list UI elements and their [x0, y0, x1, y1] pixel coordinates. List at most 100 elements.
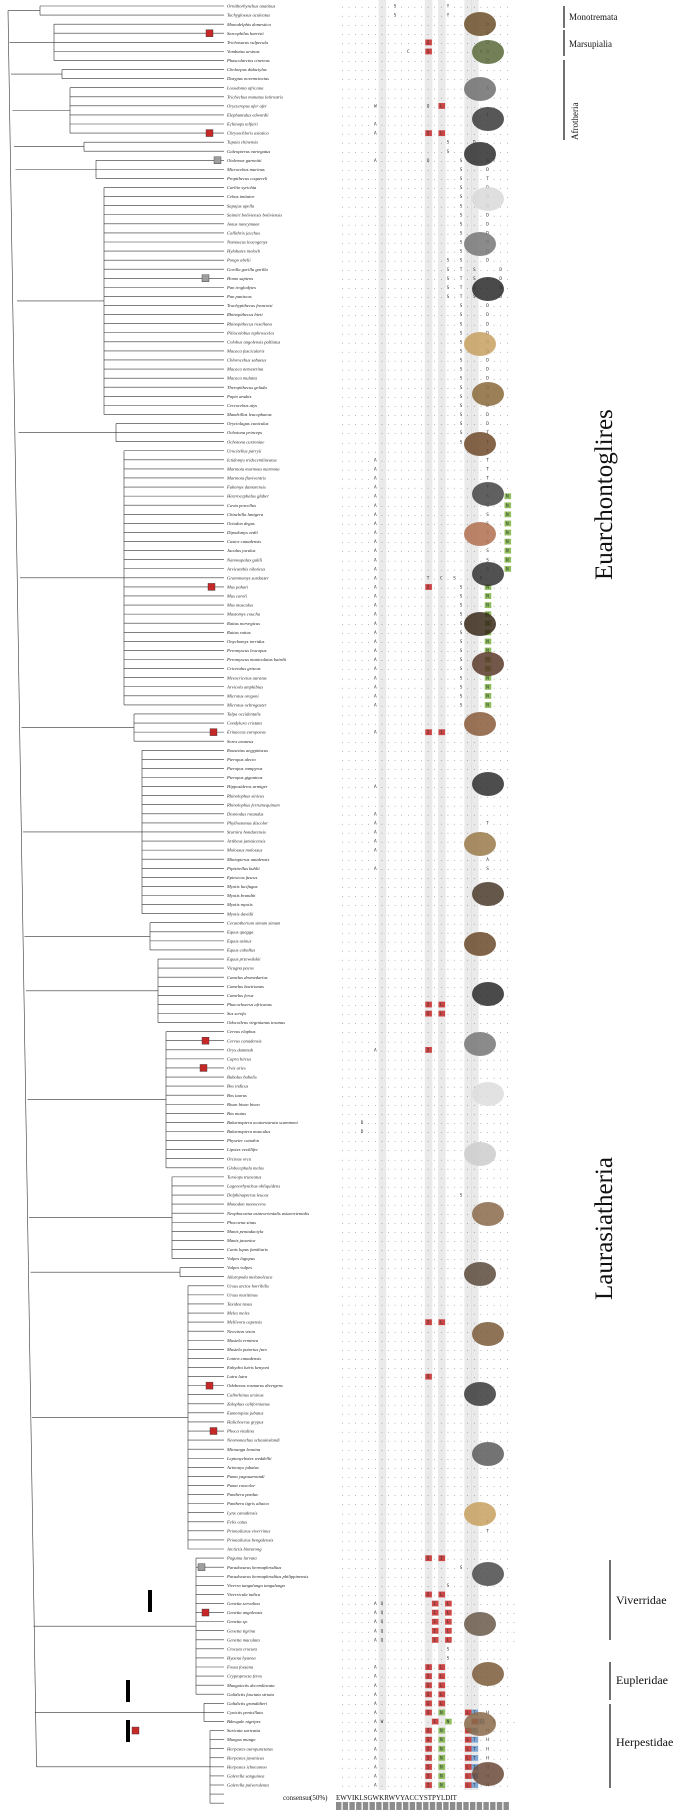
residue: . [400, 268, 403, 273]
residue: . [440, 313, 443, 318]
residue: . [387, 77, 390, 82]
residue: . [480, 1194, 483, 1199]
residue: . [480, 685, 483, 690]
residue: . [348, 458, 351, 463]
residue: . [387, 985, 390, 990]
residue: . [433, 1384, 436, 1389]
residue: . [427, 722, 430, 727]
alignment-row: .......................... [341, 767, 509, 772]
residue: . [387, 1384, 390, 1389]
residue: . [460, 486, 463, 491]
residue: . [407, 477, 410, 482]
residue: N [486, 648, 489, 654]
residue: . [367, 1275, 370, 1280]
residue: . [427, 876, 430, 881]
residue: . [420, 549, 423, 554]
residue: . [506, 1148, 509, 1153]
residue: . [499, 1239, 502, 1244]
residue: . [414, 1194, 417, 1199]
residue: S [473, 276, 476, 282]
residue: . [407, 649, 410, 654]
residue: . [466, 921, 469, 926]
residue: . [394, 177, 397, 182]
residue: . [440, 912, 443, 917]
residue: . [427, 1303, 430, 1308]
residue: . [440, 1293, 443, 1298]
residue: . [493, 967, 496, 972]
residue: . [420, 150, 423, 155]
alignment-row: .......................... [341, 976, 509, 981]
residue: . [381, 86, 384, 91]
residue: . [493, 14, 496, 19]
residue: . [499, 350, 502, 355]
residue: . [473, 1303, 476, 1308]
residue: . [354, 513, 357, 518]
residue: . [387, 59, 390, 64]
residue: . [427, 504, 430, 509]
residue: . [447, 413, 450, 418]
residue: . [414, 1439, 417, 1444]
residue: . [348, 504, 351, 509]
residue: . [348, 613, 351, 618]
residue: . [499, 32, 502, 37]
residue: . [506, 413, 509, 418]
residue: . [460, 14, 463, 19]
residue: A [374, 612, 377, 618]
residue: . [361, 1094, 364, 1099]
taxon-label: Peromyscus leucopus [226, 648, 267, 653]
residue: . [374, 59, 377, 64]
residue: . [381, 531, 384, 536]
residue: . [348, 50, 351, 55]
residue: . [480, 213, 483, 218]
residue: . [466, 821, 469, 826]
residue: . [420, 132, 423, 137]
residue: . [367, 23, 370, 28]
residue: . [460, 1057, 463, 1062]
residue: . [348, 576, 351, 581]
residue: . [427, 395, 430, 400]
residue: . [493, 522, 496, 527]
residue: . [440, 595, 443, 600]
residue: . [387, 23, 390, 28]
residue: . [348, 1157, 351, 1162]
residue: . [341, 785, 344, 790]
residue: . [420, 458, 423, 463]
residue: . [354, 667, 357, 672]
residue: . [414, 1212, 417, 1217]
residue: . [466, 749, 469, 754]
residue: . [420, 958, 423, 963]
taxon-label: Mus musculus [226, 603, 253, 608]
residue: . [440, 531, 443, 536]
residue: . [381, 912, 384, 917]
residue: . [420, 1194, 423, 1199]
residue: . [400, 86, 403, 91]
residue: . [348, 1357, 351, 1362]
residue: . [433, 1293, 436, 1298]
residue: . [361, 449, 364, 454]
residue: . [400, 422, 403, 427]
residue: A [374, 666, 377, 672]
residue: . [387, 1130, 390, 1135]
residue: . [387, 1067, 390, 1072]
residue: . [374, 1448, 377, 1453]
residue: . [473, 504, 476, 509]
residue: . [414, 1366, 417, 1371]
residue: . [493, 1421, 496, 1426]
residue: . [414, 522, 417, 527]
residue: . [361, 1030, 364, 1035]
residue: . [460, 1212, 463, 1217]
residue: . [381, 676, 384, 681]
residue: . [394, 195, 397, 200]
residue: . [493, 1175, 496, 1180]
residue: . [440, 1121, 443, 1126]
residue: . [341, 921, 344, 926]
residue: . [394, 104, 397, 109]
residue: . [361, 631, 364, 636]
residue: . [460, 794, 463, 799]
residue: T [486, 467, 489, 473]
residue: . [400, 1166, 403, 1171]
residue: . [433, 32, 436, 37]
residue: . [367, 1057, 370, 1062]
taxon-label: Mastomys coucha [226, 612, 261, 617]
residue: . [367, 232, 370, 237]
